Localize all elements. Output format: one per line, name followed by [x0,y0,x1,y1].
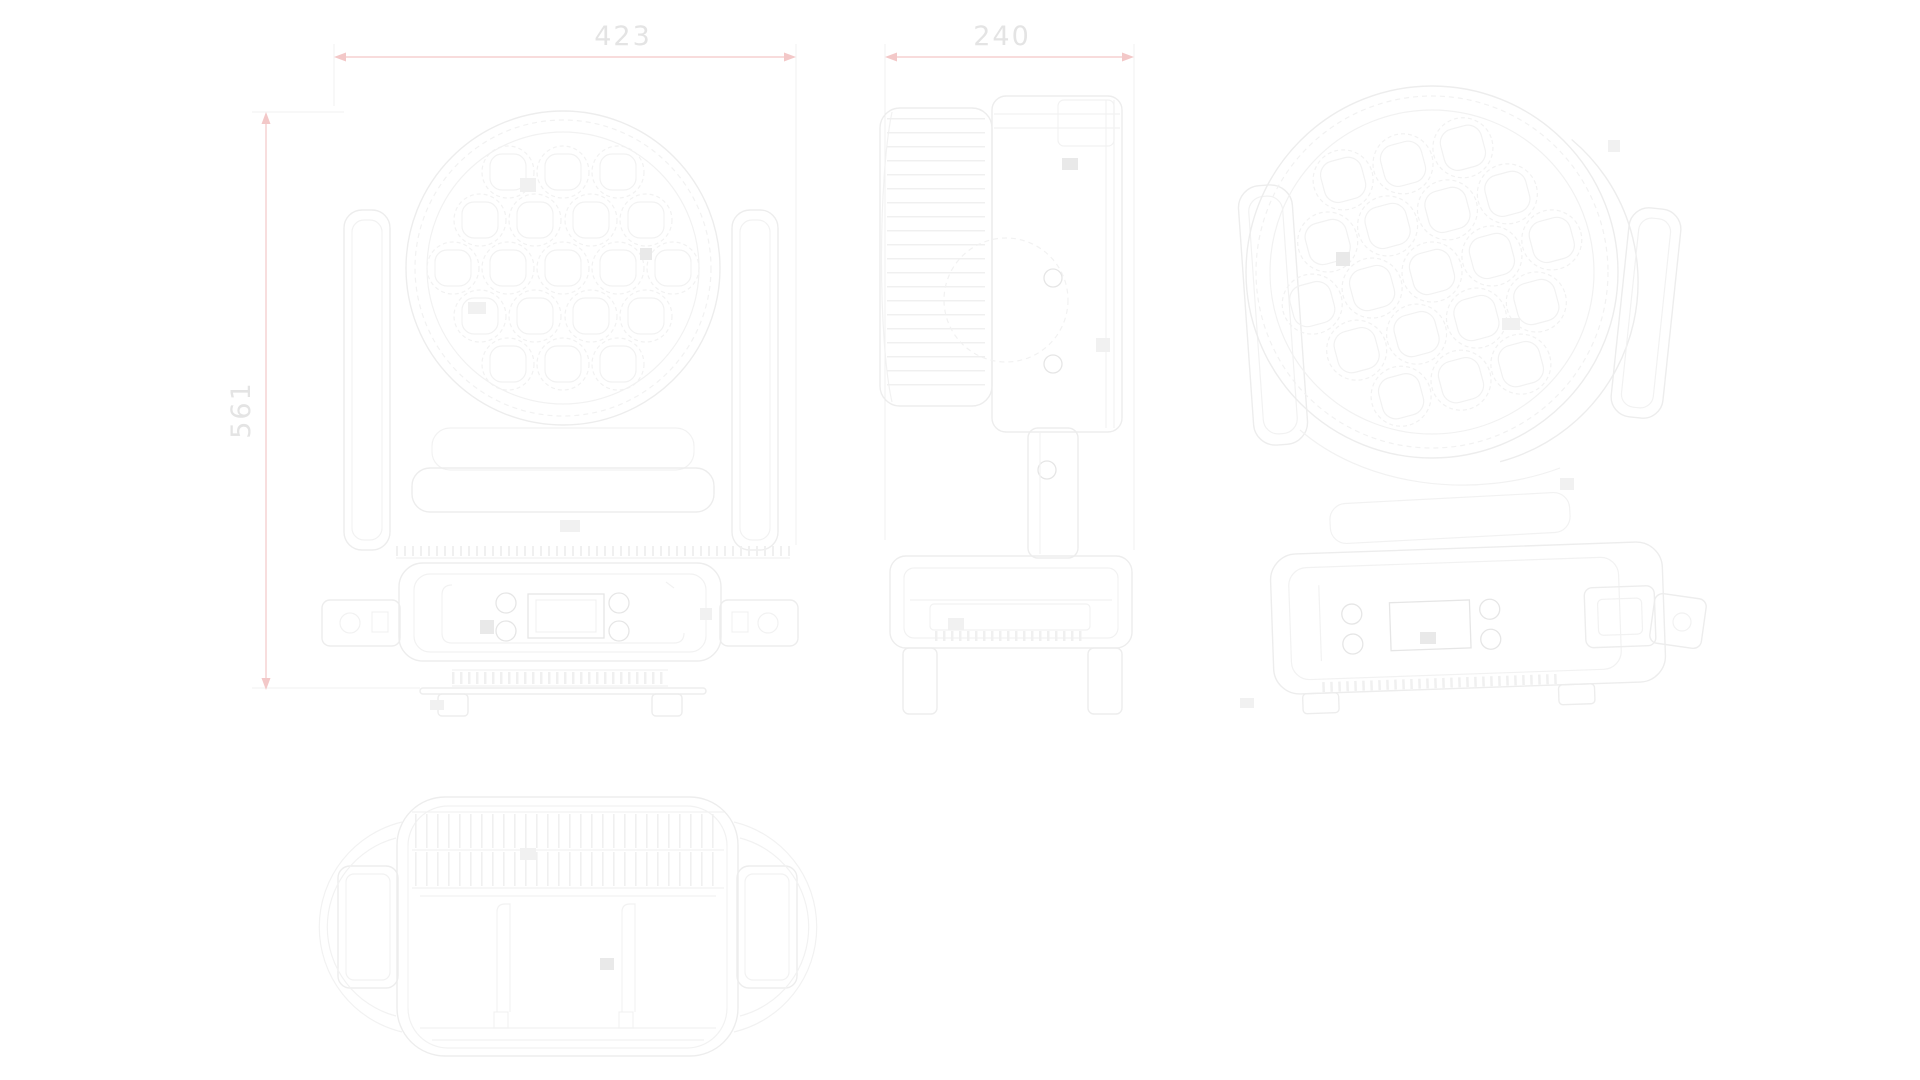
perspective-base [1269,541,1667,715]
side-yoke-arm [1027,427,1079,559]
artifact-patches [430,140,1620,970]
top-bottom-band [420,1027,716,1041]
side-screw [1043,354,1063,374]
perspective-foot [1557,683,1596,706]
perspective-head [1245,85,1639,486]
side-foot [1087,647,1123,715]
front-width-dimension: 423 [333,21,797,545]
front-foot [651,693,683,717]
front-button [608,620,630,642]
front-height-dimension: 561 [226,111,420,690]
front-lens-array [426,145,700,391]
side-screw [1043,268,1063,288]
perspective-display [1388,599,1472,652]
front-bottom-plate [419,669,707,717]
perspective-view [1237,85,1707,715]
top-body [396,796,739,1057]
front-height-label: 561 [226,381,257,439]
front-button [495,592,517,614]
front-base [398,562,722,662]
top-fins [412,811,724,897]
perspective-collar [1329,491,1571,545]
perspective-yoke-left [1237,184,1309,446]
front-view: 423 561 [226,21,799,717]
side-base [889,555,1133,715]
side-foot [902,647,938,715]
front-display [527,593,605,639]
front-bracket-left [321,599,401,647]
perspective-yoke-right [1610,207,1682,419]
front-button [608,592,630,614]
perspective-bracket [1649,592,1707,650]
side-depth-dimension: 240 [884,21,1135,550]
perspective-lens-array [1274,110,1590,434]
side-head-body [943,95,1123,480]
front-width-label: 423 [594,21,652,52]
side-screw [1037,460,1057,480]
side-view: 240 [879,21,1135,715]
top-view [318,796,818,1057]
side-depth-label: 240 [973,21,1031,52]
top-wing-left [318,821,403,1033]
perspective-foot [1301,692,1340,715]
front-head-collar [396,427,790,559]
front-bracket-right [719,599,799,647]
front-head [405,110,721,426]
side-head-fins [879,107,993,407]
front-yoke-arms [343,209,779,551]
top-wing-right [733,821,818,1033]
front-button [495,620,517,642]
